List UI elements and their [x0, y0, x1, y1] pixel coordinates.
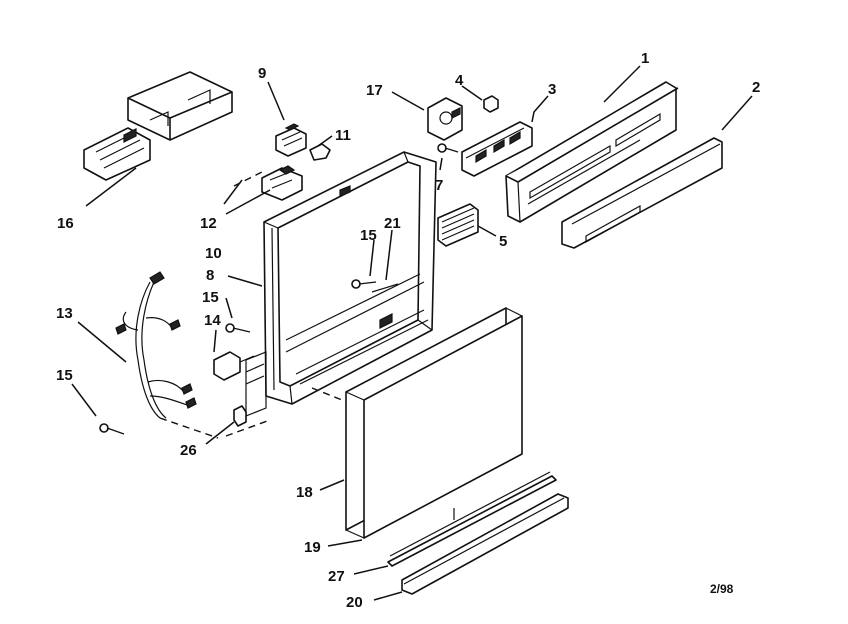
part-15-screw-c: [99, 423, 125, 435]
part-7-screw: [437, 143, 459, 153]
part-16-bracket: [83, 71, 233, 181]
label-part-13: 13: [56, 305, 73, 322]
leader-lines: [71, 65, 753, 601]
part-11-clip: [309, 143, 331, 161]
part-3-switch-block: [461, 121, 533, 177]
part-9-latch: [275, 123, 307, 157]
label-part-9: 9: [258, 65, 266, 82]
label-part-27: 27: [328, 568, 345, 585]
part-21-strip: [371, 283, 399, 293]
part-13-wire-harness: [115, 271, 197, 419]
label-part-15-top: 15: [360, 227, 377, 244]
label-part-18: 18: [296, 484, 313, 501]
part-26-clip: [233, 405, 247, 427]
part-14-switch: [213, 351, 255, 381]
label-part-14: 14: [204, 312, 221, 329]
part-8-inner-frame: [245, 151, 437, 417]
part-5-vent: [437, 203, 479, 247]
part-10-catch: [261, 165, 303, 201]
label-part-21: 21: [384, 215, 401, 232]
date-code: 2/98: [710, 582, 734, 596]
label-part-17: 17: [366, 82, 383, 99]
label-part-3: 3: [548, 81, 556, 98]
part-labels: 1 2 3 4 17 9 11 7 12 10 16 15 21 5 8 15 …: [56, 50, 760, 611]
part-17-switch-housing: [427, 97, 463, 141]
part-18-outer-panel: [345, 307, 523, 539]
part-27-trim-strip: [387, 471, 557, 567]
part-4-knob: [483, 95, 499, 113]
label-part-20: 20: [346, 594, 363, 611]
label-part-12: 12: [200, 215, 217, 232]
label-part-10: 10: [205, 245, 222, 262]
part-20-kick-strip: [401, 493, 569, 595]
label-part-11: 11: [335, 127, 351, 144]
label-part-4: 4: [455, 72, 464, 89]
label-part-15-mid: 15: [202, 289, 219, 306]
label-part-7: 7: [435, 177, 443, 194]
part-15-screw-a: [351, 279, 377, 289]
label-part-8: 8: [206, 267, 214, 284]
label-part-1: 1: [641, 50, 649, 67]
label-part-5: 5: [499, 233, 507, 250]
label-part-19: 19: [304, 539, 321, 556]
part-15-screw-b: [225, 323, 251, 333]
part-1-control-panel: [505, 81, 679, 223]
label-part-16: 16: [57, 215, 74, 232]
part-2-console-trim: [561, 137, 723, 249]
label-part-2: 2: [752, 79, 760, 96]
label-part-26: 26: [180, 442, 197, 459]
label-part-15-left: 15: [56, 367, 73, 384]
